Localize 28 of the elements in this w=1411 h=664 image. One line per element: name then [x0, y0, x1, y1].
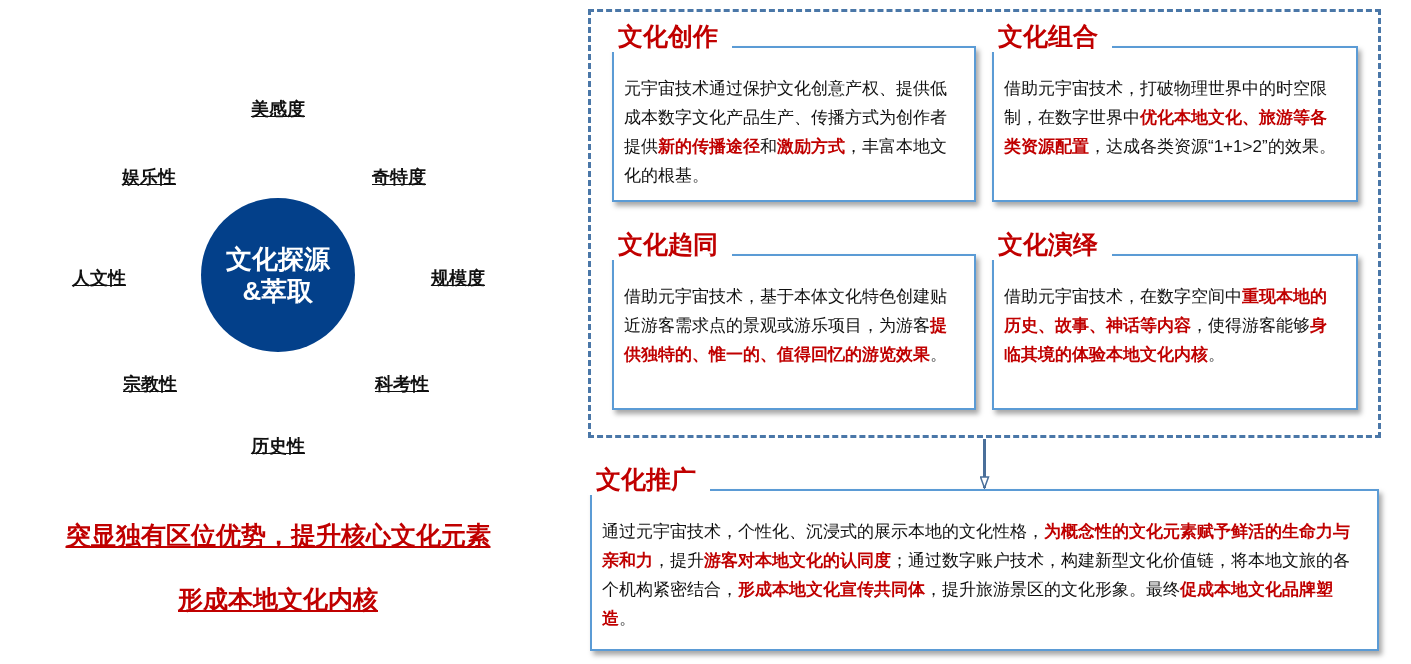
text-card	[612, 228, 976, 410]
text-card	[992, 228, 1358, 410]
text-card	[992, 20, 1358, 202]
circle-label: 文化探源&萃取	[225, 243, 331, 307]
card-body-text: 通过元宇宙技术，个性化、沉浸式的展示本地的文化性格，为概念性的文化元素赋予鲜活的生命力与亲和力，提升游客对本地文化的认同度；通过数字账户技术，构建新型文化价值链，将本地文旅的各个机构紧密结合，形成本地文化宣传共同体，提升旅游景区的文化形象。最终促成本地文化品牌塑造。	[602, 521, 1351, 630]
dashed-frame	[588, 9, 1381, 438]
card-heading: 文化组合	[990, 20, 1112, 52]
card-heading: 文化创作	[610, 20, 732, 52]
arrow	[979, 439, 990, 489]
text-card	[612, 20, 976, 202]
card-heading: 文化推广	[588, 463, 710, 495]
attribute-label: 宗教性	[123, 373, 177, 396]
attribute-label: 规模度	[431, 267, 485, 290]
card-body-text: 借助元宇宙技术，基于本体文化特色创建贴近游客需求点的景观或游乐项目，为游客提供独特的、惟一的、值得回忆的游览效果。	[624, 286, 948, 366]
card-heading: 文化演绎	[990, 228, 1112, 260]
slogan-text: 形成本地文化内核	[178, 584, 378, 615]
card-body-text: 元宇宙技术通过保护文化创意产权、提供低成本数字文化产品生产、传播方式为创作者提供新的传播途径和激励方式，丰富本地文化的根基。	[624, 78, 948, 187]
slogan-text: 突显独有区位优势，提升核心文化元素	[65, 520, 491, 551]
attribute-label: 美感度	[251, 98, 305, 121]
card-body-text: 借助元宇宙技术，打破物理世界中的时空限制，在数字世界中优化本地文化、旅游等各类资源配置，达成各类资源“1+1>2”的效果。	[1004, 78, 1337, 158]
text-card	[590, 463, 1379, 651]
attribute-label: 娱乐性	[122, 166, 176, 189]
attribute-label: 科考性	[375, 373, 429, 396]
card-heading: 文化趋同	[610, 228, 732, 260]
attribute-label: 历史性	[251, 435, 305, 458]
card-body-text: 借助元宇宙技术，在数字空间中重现本地的历史、故事、神话等内容，使得游客能够身临其境的体验本地文化内核。	[1004, 286, 1328, 366]
attribute-label: 人文性	[72, 267, 126, 290]
attribute-label: 奇特度	[372, 166, 426, 189]
